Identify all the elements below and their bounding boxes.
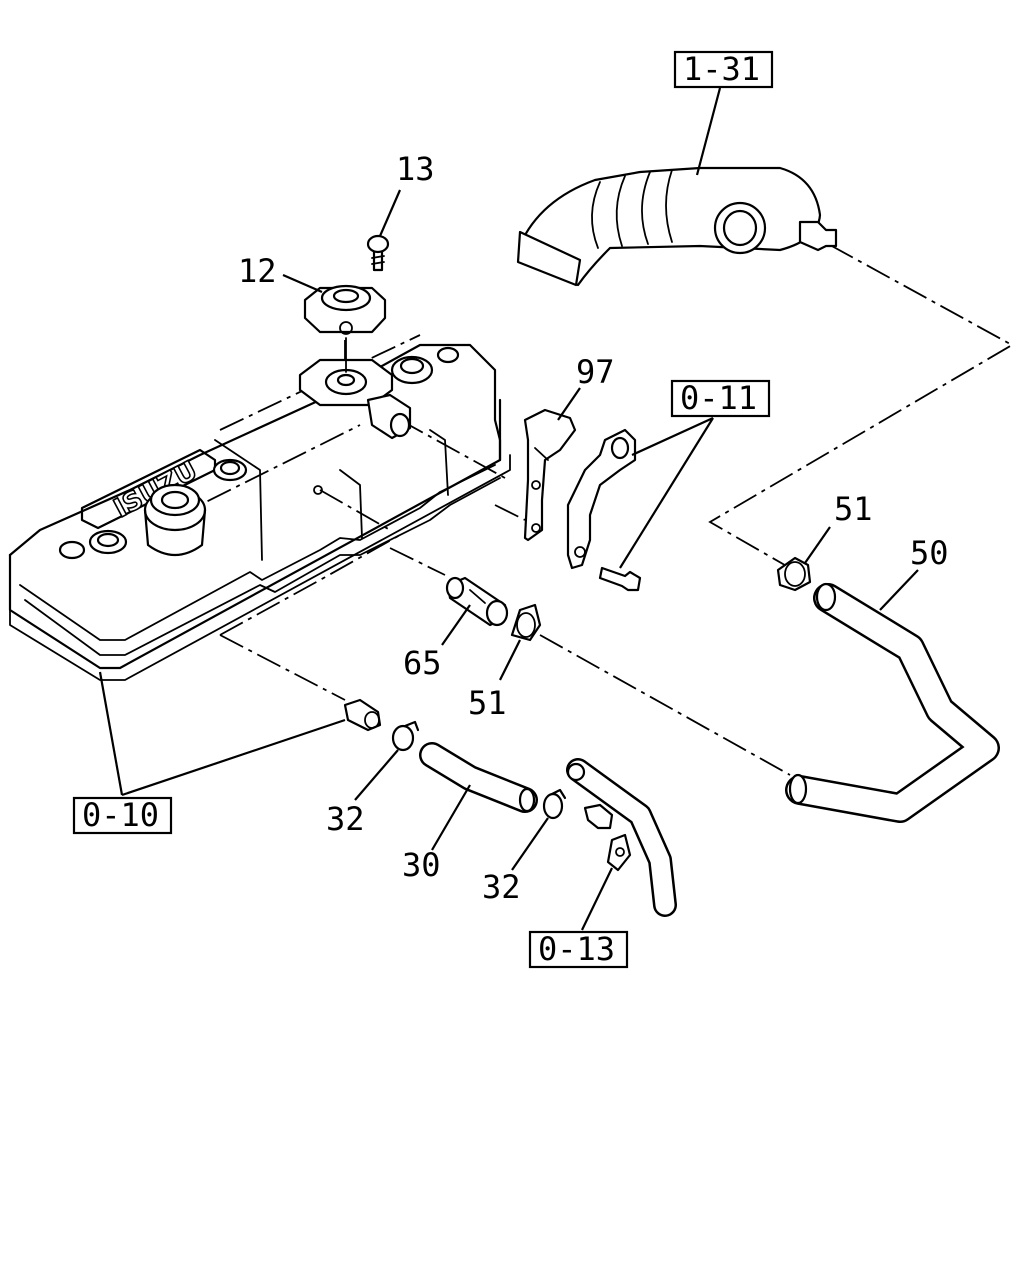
connection-lines	[219, 244, 1014, 776]
callout-12: 12	[238, 252, 277, 290]
ref-label-1-31: 1-31	[683, 50, 760, 88]
hose-clamp-part-32-right	[542, 788, 567, 820]
hose-part-30	[419, 742, 538, 813]
callout-51-top: 51	[834, 490, 873, 528]
pipe-ref-0-13	[566, 758, 677, 917]
callout-30: 30	[402, 846, 441, 884]
pipe-connector-part-65	[445, 576, 509, 627]
callout-13: 13	[396, 150, 435, 188]
breather-cap-part-12	[303, 284, 387, 373]
callout-51-mid: 51	[468, 684, 507, 722]
air-intake-duct-ref-1-31	[516, 166, 838, 287]
bracket-ref-0-11	[566, 428, 637, 570]
bracket-part-97	[523, 408, 577, 542]
ref-label-0-13: 0-13	[538, 930, 615, 968]
screw-part-13	[366, 234, 390, 272]
callout-32-left: 32	[326, 800, 365, 838]
hose-part-50	[785, 582, 1000, 823]
ref-label-0-11: 0-11	[680, 379, 757, 417]
hose-clip-part-51-top	[776, 556, 812, 592]
valve-cover: ISUZU	[8, 334, 511, 681]
ref-box-0-13: 0-13	[528, 930, 629, 969]
ref-box-1-31: 1-31	[673, 50, 774, 89]
ref-label-0-10: 0-10	[82, 796, 159, 834]
reference-boxes: 1-31 0-11 0-10 0-13	[72, 50, 774, 969]
callout-labels: 13 12 97 51 50 65 51 32 30 32	[238, 150, 949, 906]
callout-65: 65	[403, 644, 442, 682]
bolt-0-11	[598, 566, 642, 592]
ref-box-0-11: 0-11	[670, 379, 771, 418]
fitting-0-10	[343, 698, 382, 732]
ref-box-0-10: 0-10	[72, 796, 173, 835]
callout-50: 50	[910, 534, 949, 572]
hose-clamp-part-32-left	[391, 720, 420, 752]
callout-32-right: 32	[482, 868, 521, 906]
hose-clip-part-51-mid	[510, 603, 542, 642]
leader-lines	[98, 87, 919, 931]
callout-97: 97	[576, 353, 615, 391]
